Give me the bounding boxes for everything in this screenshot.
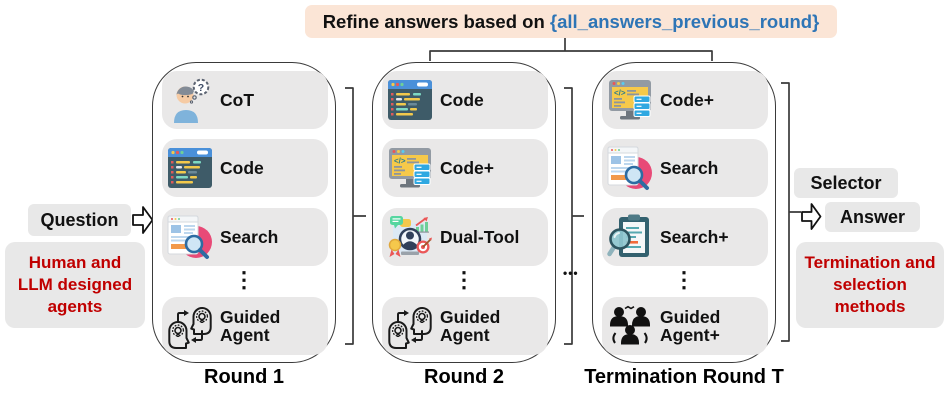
title-brace — [429, 38, 713, 61]
more-agents-ellipsis: ⋮ — [453, 267, 475, 292]
agent-tile-code: Code — [162, 139, 328, 197]
guided-agent-plus-icon — [607, 303, 653, 349]
more-agents-ellipsis: ⋮ — [233, 267, 255, 292]
agent-tile-label: Code — [440, 89, 484, 110]
question-box: Question — [28, 204, 131, 236]
agent-tile-label: CoT — [220, 89, 255, 110]
refine-banner: Refine answers based on {all_answers_pre… — [305, 5, 837, 38]
agent-tile-label: Code+ — [440, 157, 494, 178]
round1-output-bracket — [345, 87, 366, 345]
agent-tile-search: Search — [602, 139, 768, 197]
answer-arrow-icon — [801, 203, 822, 230]
more-agents-ellipsis: ⋮ — [673, 267, 695, 292]
agent-tile-label: Guided Agent — [440, 306, 501, 345]
round-t-label: Termination Round T — [584, 366, 784, 388]
round-t-box: Code+ Search Search+ ⋮ Guided Agent+ — [592, 62, 776, 363]
agent-tile-label: Guided Agent — [220, 306, 281, 345]
answer-box: Answer — [825, 202, 920, 232]
dual-tool-icon — [387, 214, 433, 260]
refine-banner-variable: {all_answers_previous_round} — [549, 10, 820, 32]
agent-tile-label: Search+ — [660, 226, 729, 247]
round1-box: CoT Code Search ⋮ Guided Agent — [152, 62, 336, 363]
agent-tile-guided-agent: Guided Agent — [162, 297, 328, 355]
agent-tile-guided-agent: Guided Agent — [382, 297, 548, 355]
round2-box: Code Code+ Dual-Tool ⋮ Guided Agent — [372, 62, 556, 363]
cot-icon — [167, 77, 213, 123]
code-icon — [167, 145, 213, 191]
input-agents-note: Human and LLM designed agents — [5, 242, 145, 328]
selector-box: Selector — [794, 168, 898, 198]
agent-tile-search-plus: Search+ — [602, 208, 768, 266]
output-methods-note: Termination and selection methods — [796, 242, 944, 328]
agent-tile-code: Code — [382, 71, 548, 129]
agent-tile-label: Search — [220, 226, 279, 247]
code-icon — [387, 77, 433, 123]
question-arrow-icon — [132, 206, 154, 234]
code-plus-icon — [387, 145, 433, 191]
guided-agent-icon — [387, 303, 433, 349]
agent-tile-label: Search — [660, 157, 719, 178]
search-icon — [167, 214, 213, 260]
agent-tile-guided-agent-plus: Guided Agent+ — [602, 297, 768, 355]
agent-tile-label: Guided Agent+ — [660, 306, 721, 345]
code-plus-icon — [607, 77, 653, 123]
agent-tile-dual-tool: Dual-Tool — [382, 208, 548, 266]
agent-tile-label: Code — [220, 157, 264, 178]
refine-banner-text: Refine answers based on — [322, 10, 550, 32]
agent-tile-label: Code+ — [660, 89, 714, 110]
round2-label: Round 2 — [424, 366, 504, 388]
agent-tile-search: Search — [162, 208, 328, 266]
agent-tile-code-plus: Code+ — [602, 71, 768, 129]
search-icon — [607, 145, 653, 191]
search-plus-icon — [607, 214, 653, 260]
agent-tile-label: Dual-Tool — [440, 226, 520, 247]
guided-agent-icon — [167, 303, 213, 349]
agent-tile-cot: CoT — [162, 71, 328, 129]
agent-tile-code-plus: Code+ — [382, 139, 548, 197]
round1-label: Round 1 — [204, 366, 284, 388]
skipped-rounds-ellipsis: ••• — [563, 266, 579, 280]
round2-output-bracket — [564, 87, 584, 345]
